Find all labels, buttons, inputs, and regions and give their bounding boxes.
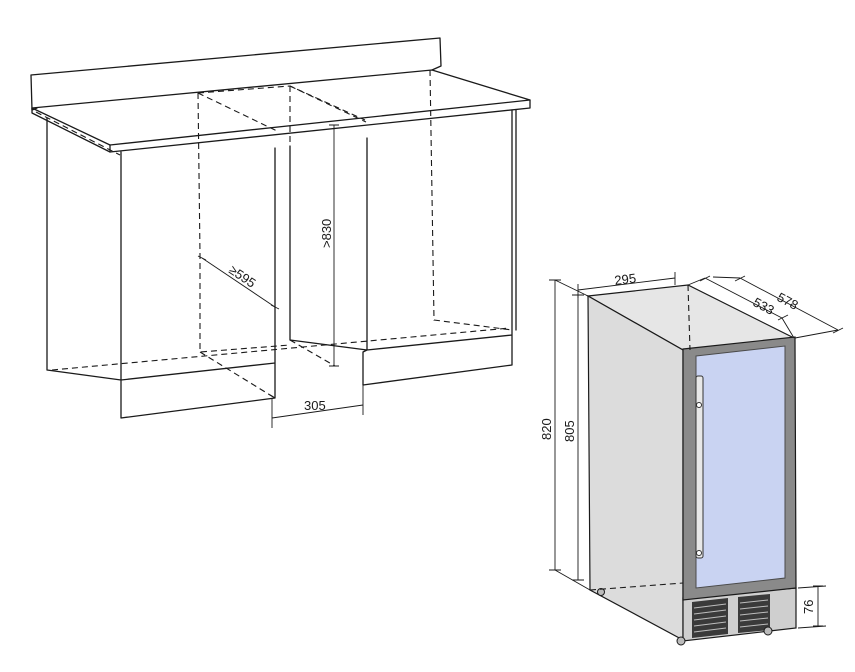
wine-cooler: 295 578 533 820 805 76	[539, 270, 844, 646]
unit-depth-body-label: 533	[751, 294, 777, 317]
door-handle[interactable]	[695, 375, 704, 559]
kitchen-cabinet: ≥595 >830 305	[30, 37, 531, 428]
unit-width-label: 295	[614, 270, 637, 288]
cabinet-width-label: 305	[304, 398, 326, 413]
ventilation-grille	[692, 594, 770, 638]
unit-depth-overall-label: 578	[775, 289, 801, 312]
cabinet-depth-label: ≥595	[226, 262, 258, 291]
backsplash	[30, 37, 442, 111]
left-carcass	[46, 117, 276, 419]
niche-hidden-lines	[35, 69, 513, 399]
plinth-height-label: 76	[801, 600, 816, 614]
unit-hidden-lines	[589, 284, 691, 591]
unit-foot	[763, 626, 773, 636]
unit-height-overall-label: 820	[539, 418, 554, 440]
cabinet-height-label: >830	[319, 219, 334, 248]
unit-foot	[597, 588, 605, 596]
unit-height-body-label: 805	[562, 420, 577, 442]
unit-foot	[676, 636, 686, 646]
door-glass	[695, 345, 786, 589]
